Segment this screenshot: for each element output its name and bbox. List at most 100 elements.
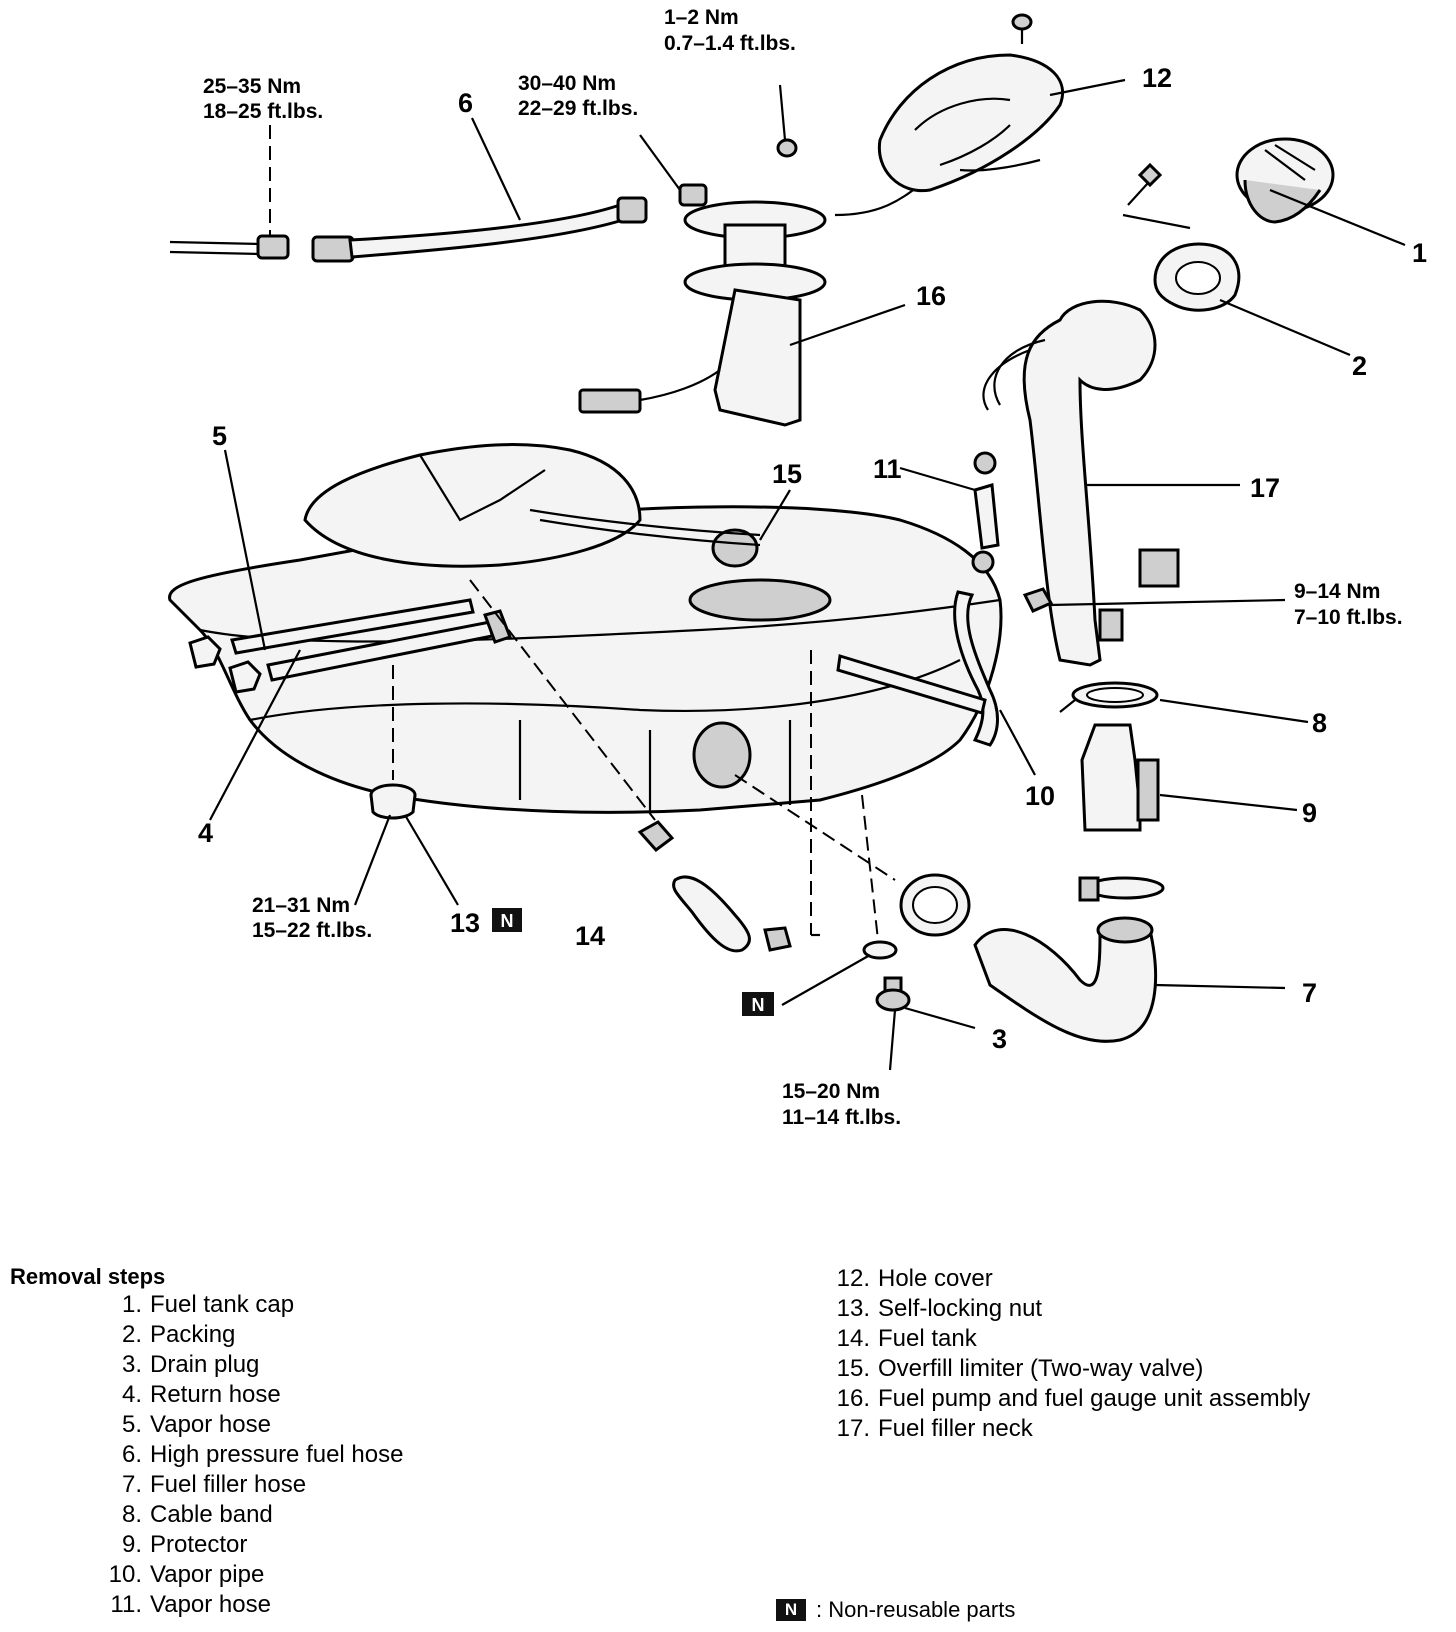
removal-step-number: 9. <box>121 1531 142 1558</box>
removal-step-number: 11. <box>110 1591 142 1618</box>
torque-drain-plug-ftlbs: 11–14 ft.lbs. <box>782 1106 901 1129</box>
removal-step-number: 4. <box>121 1381 142 1408</box>
drain-plug <box>875 976 911 1012</box>
removal-step-number: 12. <box>836 1265 870 1292</box>
removal-step-label: Fuel filler neck <box>878 1415 1033 1442</box>
removal-step-item: 16.Fuel pump and fuel gauge unit assembl… <box>818 1384 1311 1414</box>
removal-step-label: High pressure fuel hose <box>150 1441 404 1468</box>
lower-clamp <box>637 820 675 853</box>
non-reusable-badge-washer: N <box>742 992 774 1016</box>
callout-5: 5 <box>212 421 227 451</box>
lower-clip <box>763 926 792 952</box>
callout-13: 13 <box>450 908 480 938</box>
removal-step-label: Fuel tank cap <box>150 1291 295 1318</box>
callout-16: 16 <box>916 281 946 311</box>
removal-step-item: 17. Fuel filler neck <box>818 1414 1310 1444</box>
non-reusable-badge-13: N <box>492 908 522 932</box>
fuel-filler-neck <box>982 299 1180 667</box>
callout-8: 8 <box>1312 708 1327 738</box>
removal-step-item: 8. Cable band <box>90 1500 403 1530</box>
self-locking-nut <box>369 783 417 820</box>
hole-cover <box>877 13 1064 193</box>
removal-step-label: Return hose <box>150 1381 281 1408</box>
removal-step-item: 15. Overfill limiter (Two-way valve) <box>818 1354 1310 1384</box>
removal-step-number: 16. <box>836 1385 870 1412</box>
callout-10: 10 <box>1025 781 1055 811</box>
cover-screw <box>776 138 798 158</box>
hose-clamp <box>483 609 512 644</box>
callout-2: 2 <box>1352 351 1367 381</box>
removal-step-number: 3. <box>121 1351 142 1378</box>
torque-drain-plug-nm: 15–20 Nm <box>782 1080 880 1103</box>
callout-7: 7 <box>1302 978 1317 1008</box>
packing <box>1153 242 1241 312</box>
fuel-filler-hose <box>973 916 1158 1043</box>
cable-band <box>1059 681 1159 713</box>
removal-step-label: Hole cover <box>878 1265 993 1292</box>
removal-step-item: 11. Vapor hose <box>90 1590 403 1620</box>
torque-tank-nut-nm: 21–31 Nm <box>252 894 350 917</box>
torque-tank-nut-ftlbs: 15–22 ft.lbs. <box>252 919 372 942</box>
hose-clamp-small <box>1078 876 1165 902</box>
torque-hose-joint-nm: 25–35 Nm <box>203 75 301 98</box>
removal-step-number: 2. <box>121 1321 142 1348</box>
torque-cover-screw-ftlbs: 0.7–1.4 ft.lbs. <box>664 32 796 55</box>
removal-step-label: Fuel filler hose <box>150 1471 307 1498</box>
callout-17: 17 <box>1250 473 1280 503</box>
torque-filler-bolt-nm: 9–14 Nm <box>1294 580 1380 603</box>
removal-steps-title: Removal steps <box>10 1264 166 1289</box>
hose-clamp-large <box>899 873 971 937</box>
filler-screw <box>1137 162 1163 188</box>
callout-14: 14 <box>575 921 605 951</box>
vapor-hose <box>230 598 475 655</box>
removal-step-item: 2. Packing <box>90 1320 403 1350</box>
removal-step-item: 10.Vapor pipe <box>90 1560 403 1590</box>
removal-step-number: 14. <box>836 1325 870 1352</box>
drain-washer <box>862 940 898 960</box>
removal-step-label: Packing <box>150 1321 236 1348</box>
fuel-tank <box>168 443 1003 814</box>
removal-step-label: Protector <box>150 1531 248 1558</box>
removal-step-item: 13. Self-locking nut <box>818 1294 1310 1324</box>
callout-1: 1 <box>1412 238 1427 268</box>
callout-11: 11 <box>873 454 902 484</box>
removal-step-number: 8. <box>121 1501 142 1528</box>
torque-pump-hose-nm: 30–40 Nm <box>518 72 616 95</box>
removal-step-item: 5.Vapor hose <box>90 1410 403 1440</box>
removal-step-item: 12. Hole cover <box>818 1264 1310 1294</box>
removal-step-item: 1.Fuel tank cap <box>90 1290 403 1320</box>
removal-step-item: 9. Protector <box>90 1530 403 1560</box>
non-reusable-badge-icon: N <box>776 1599 806 1621</box>
callout-9: 9 <box>1302 798 1317 828</box>
torque-pump-hose-ftlbs: 22–29 ft.lbs. <box>518 97 638 120</box>
removal-step-number: 17. <box>836 1415 870 1442</box>
non-reusable-note: N : Non-reusable parts <box>776 1597 1015 1623</box>
removal-step-label: Vapor hose <box>150 1591 271 1618</box>
filler-bolt <box>1022 587 1054 613</box>
torque-hose-joint-ftlbs: 18–25 ft.lbs. <box>203 100 323 123</box>
removal-step-label: Overfill limiter (Two-way valve) <box>878 1355 1204 1382</box>
torque-cover-screw-nm: 1–2 Nm <box>664 6 739 29</box>
removal-step-item: 14.Fuel tank <box>818 1324 1310 1354</box>
removal-step-label: Vapor pipe <box>150 1561 265 1588</box>
callout-15: 15 <box>772 459 802 489</box>
removal-step-number: 7. <box>121 1471 142 1498</box>
removal-step-label: Self-locking nut <box>878 1295 1043 1322</box>
fuel-pump-gauge-unit <box>578 183 921 427</box>
callout-4: 4 <box>198 818 213 848</box>
removal-step-number: 5. <box>121 1411 142 1438</box>
fuel-tank-cap <box>1235 137 1335 224</box>
vapor-hose-upper <box>971 451 1000 574</box>
removal-step-number: 6. <box>121 1441 142 1468</box>
removal-step-number: 15. <box>836 1355 870 1382</box>
removal-step-label: Drain plug <box>150 1351 260 1378</box>
removal-step-item: 7. Fuel filler hose <box>90 1470 403 1500</box>
removal-step-number: 13. <box>836 1295 870 1322</box>
protector <box>1080 723 1160 832</box>
overfill-limiter <box>529 508 761 568</box>
removal-step-item: 6. High pressure fuel hose <box>90 1440 404 1470</box>
removal-step-label: Cable band <box>150 1501 273 1528</box>
svg-text:N: N <box>501 911 514 931</box>
